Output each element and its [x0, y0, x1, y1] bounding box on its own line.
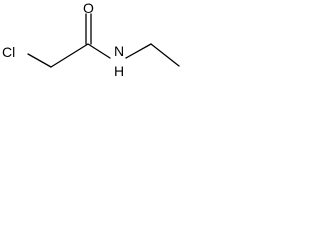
- nitrogen-atom-label: N: [114, 43, 124, 59]
- bond-cl-ch2: [27, 53, 52, 68]
- chlorine-atom-label: Cl: [2, 44, 15, 60]
- chemical-structure-diagram: Cl O N H: [2, 0, 180, 79]
- hydrogen-atom-label: H: [114, 63, 124, 79]
- bond-nitrogen-ch2: [125, 43, 152, 59]
- oxygen-atom-label: O: [83, 0, 94, 16]
- bond-ch2-carbonyl: [50, 43, 89, 68]
- bond-carbonyl-nitrogen: [87, 43, 111, 59]
- bond-ch2-ch3: [150, 43, 180, 67]
